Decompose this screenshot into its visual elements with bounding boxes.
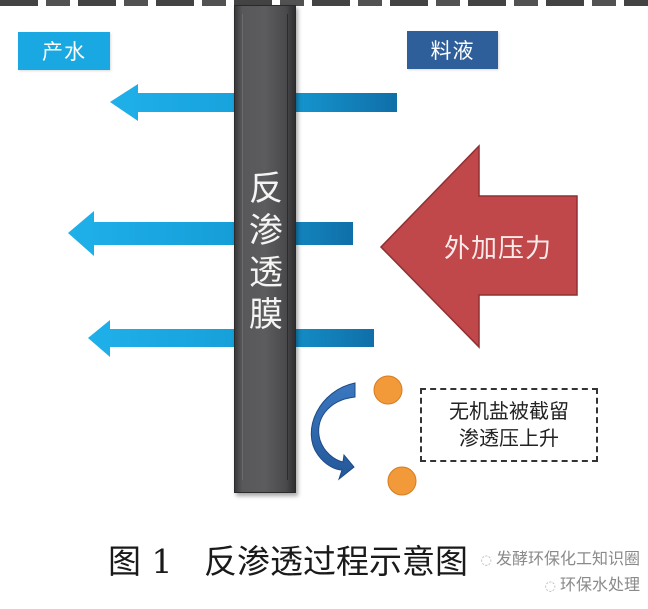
watermark-line-2: ◌环保水处理	[481, 573, 640, 599]
feed-liquid-label: 料液	[407, 31, 498, 69]
watermark-text-1: 发酵环保化工知识圈	[495, 549, 640, 568]
salt-particle-1	[373, 375, 403, 405]
pressure-arrow	[379, 144, 578, 349]
cropped-top-text-strip	[0, 0, 648, 6]
watermark: ◌发酵环保化工知识圈 ◌环保水处理	[481, 547, 640, 599]
membrane-label: 反 渗 透 膜	[235, 168, 297, 336]
figure-caption: 图 1 反渗透过程示意图	[108, 542, 468, 581]
product-water-label: 产水	[18, 32, 110, 70]
watermark-line-1: ◌发酵环保化工知识圈	[481, 547, 640, 573]
salt-particle-2	[387, 466, 417, 496]
flow-arrow-3	[88, 320, 374, 357]
salt-rejection-note: 无机盐被截留 渗透压上升	[420, 388, 598, 462]
product-water-text: 产水	[42, 40, 86, 64]
membrane-char-3: 透	[249, 253, 283, 293]
wechat-icon: ◌	[544, 579, 556, 594]
curved-arrow-icon	[310, 382, 356, 481]
membrane-bevel	[242, 14, 288, 480]
ro-membrane: 反 渗 透 膜	[234, 5, 296, 493]
membrane-char-4: 膜	[249, 295, 283, 335]
membrane-char-1: 反	[249, 169, 283, 209]
watermark-text-2: 环保水处理	[559, 575, 640, 594]
feed-liquid-text: 料液	[430, 39, 475, 63]
membrane-char-2: 渗	[249, 211, 283, 251]
note-line-1: 无机盐被截留	[449, 399, 569, 423]
note-line-2: 渗透压上升	[459, 426, 559, 450]
flow-arrow-2	[68, 211, 353, 256]
pressure-label: 外加压力	[444, 234, 553, 264]
wechat-icon: ◌	[480, 553, 492, 568]
